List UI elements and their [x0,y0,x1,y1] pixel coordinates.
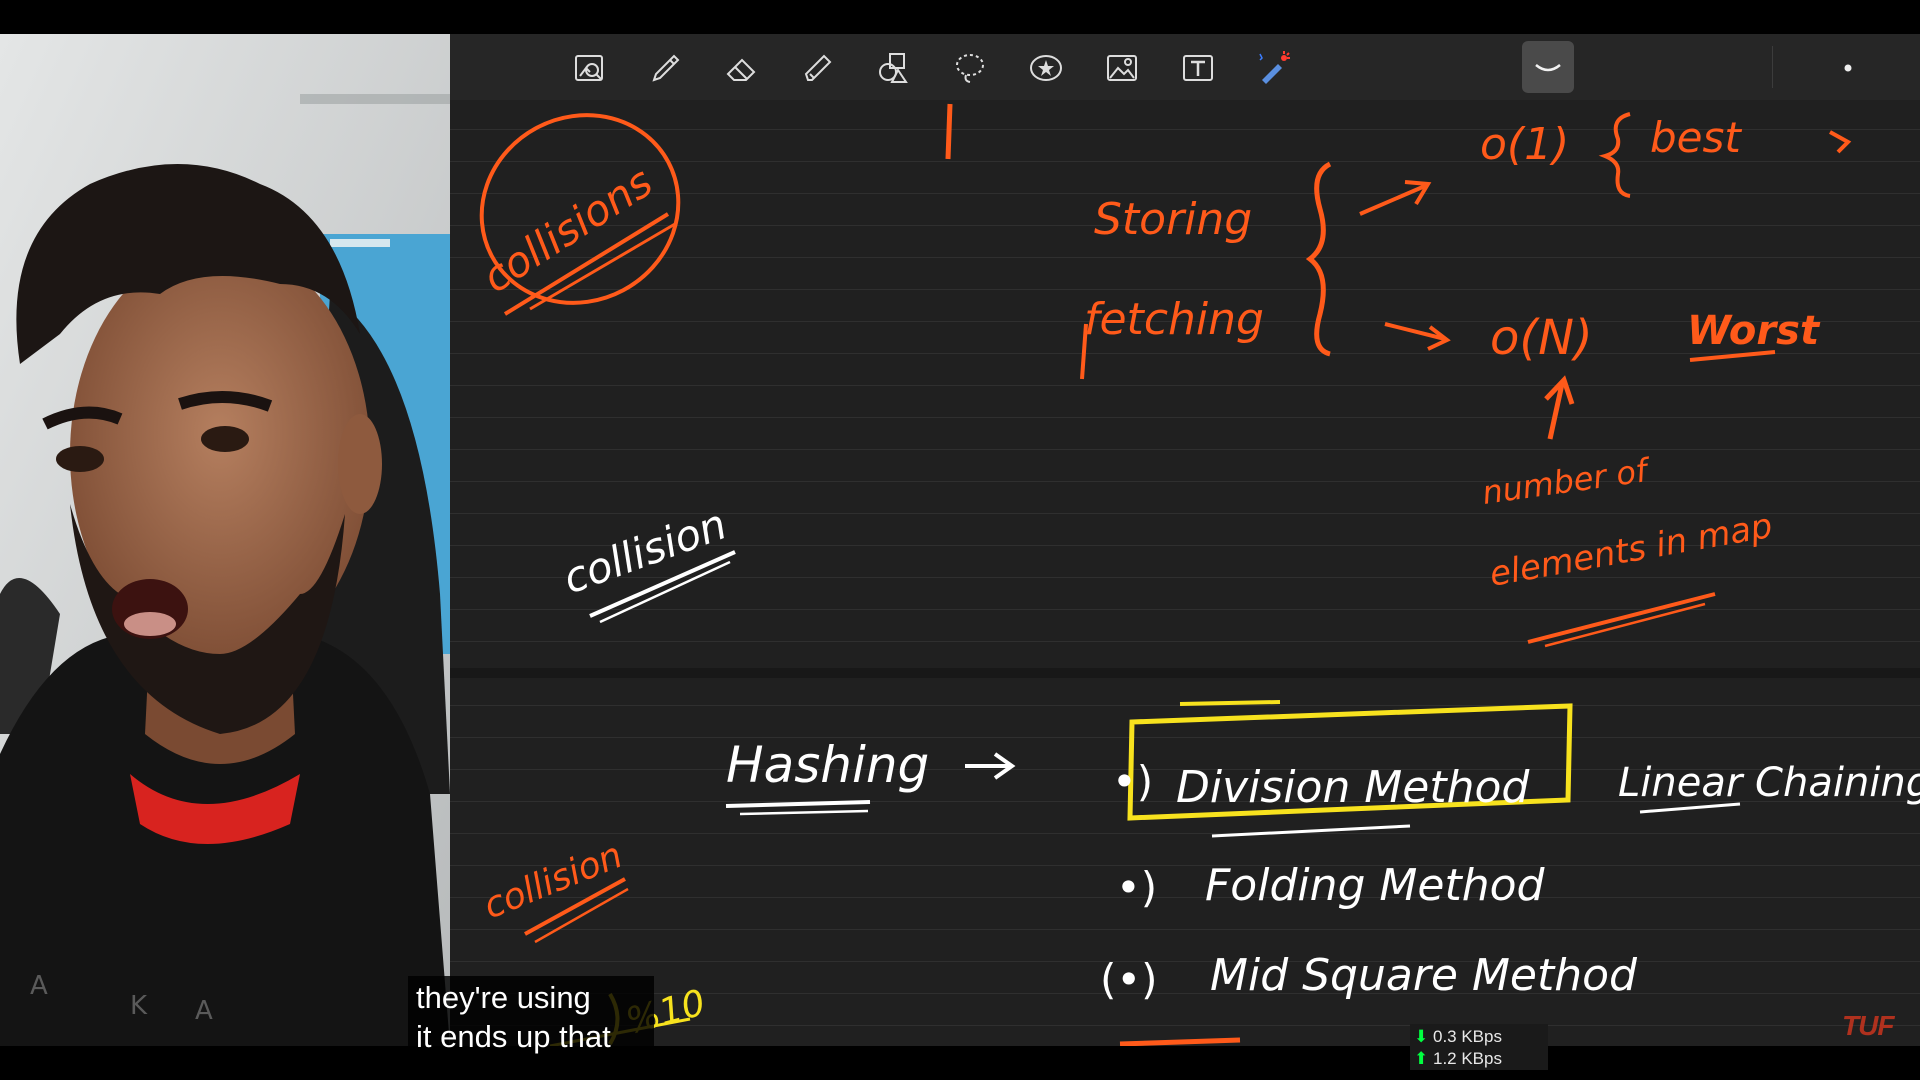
collision-orange-text: collision [478,835,628,927]
elements-note-line2: elements in map [1487,506,1776,595]
svg-text:K: K [130,991,148,1021]
upload-arrow-icon: ⬆ [1414,1049,1429,1068]
toolbar-divider [1772,46,1773,88]
method-bullet-1: •) [1112,757,1153,806]
presenter-video-frame: A K A [0,34,450,1046]
method-folding: Folding Method [1205,860,1546,911]
curly-brace [1305,161,1332,357]
text-icon[interactable] [1178,48,1218,88]
caption-line-2: it ends up that [416,1019,611,1054]
notes-canvas[interactable]: collisions Storing fetching o(1) best o(… [450,34,1920,1046]
handwritten-notes: collisions Storing fetching o(1) best o(… [474,103,1920,1046]
caption-line-1: they're using [416,980,591,1015]
network-speed-widget: ⬇ 0.3 KBps ⬆ 1.2 KBps [1410,1024,1548,1070]
collision-white-text: collision [557,499,733,603]
method-bullet-2: •) [1116,863,1157,912]
channel-watermark: TUF [1842,1010,1894,1041]
worst-complexity-text: o(N) [1490,310,1593,366]
elements-note-line1: number of [1480,451,1654,512]
download-speed: 0.3 KBps [1432,1027,1502,1046]
image-icon[interactable] [1102,48,1142,88]
collisions-circled-text: collisions [474,157,661,302]
webcam-feed: A K A [0,34,450,1046]
hashing-text: Hashing [726,736,929,794]
svg-text:A: A [30,971,48,1001]
circle-around-collisions [479,113,681,305]
worst-label-text: Worst [1687,308,1821,354]
svg-text:A: A [195,996,213,1026]
linear-chaining-text: Linear Chaining [1618,760,1920,806]
method-mid-square: Mid Square Method [1210,950,1638,1001]
dot-icon[interactable] [1828,48,1868,88]
pen-icon[interactable] [646,48,686,88]
upload-speed: 1.2 KBps [1432,1049,1502,1068]
drawing-toolbar [450,34,1920,100]
lasso-icon[interactable] [950,48,990,88]
method-bullet-3: (•) [1100,955,1158,1004]
sticker-icon[interactable] [1026,48,1066,88]
fetching-text: fetching [1084,294,1264,345]
zoom-image-icon[interactable] [570,48,610,88]
best-complexity-text: o(1) [1480,119,1569,170]
method-division: Division Method [1176,762,1530,813]
storing-text: Storing [1094,194,1252,245]
highlighter-icon[interactable] [798,48,838,88]
shapes-icon[interactable] [874,48,914,88]
download-arrow-icon: ⬇ [1414,1027,1429,1046]
laser-pointer-icon[interactable] [1254,48,1294,88]
division-method-highlight-box [1127,703,1573,821]
curve-tool-icon[interactable] [1522,41,1574,93]
best-label-text: best [1650,113,1742,162]
eraser-icon[interactable] [722,48,762,88]
video-captions: they're using it ends up that [408,976,654,1058]
page-separator [450,668,1920,678]
bottom-letterbox-bar [0,1046,1920,1080]
top-letterbox-bar [0,0,1920,34]
